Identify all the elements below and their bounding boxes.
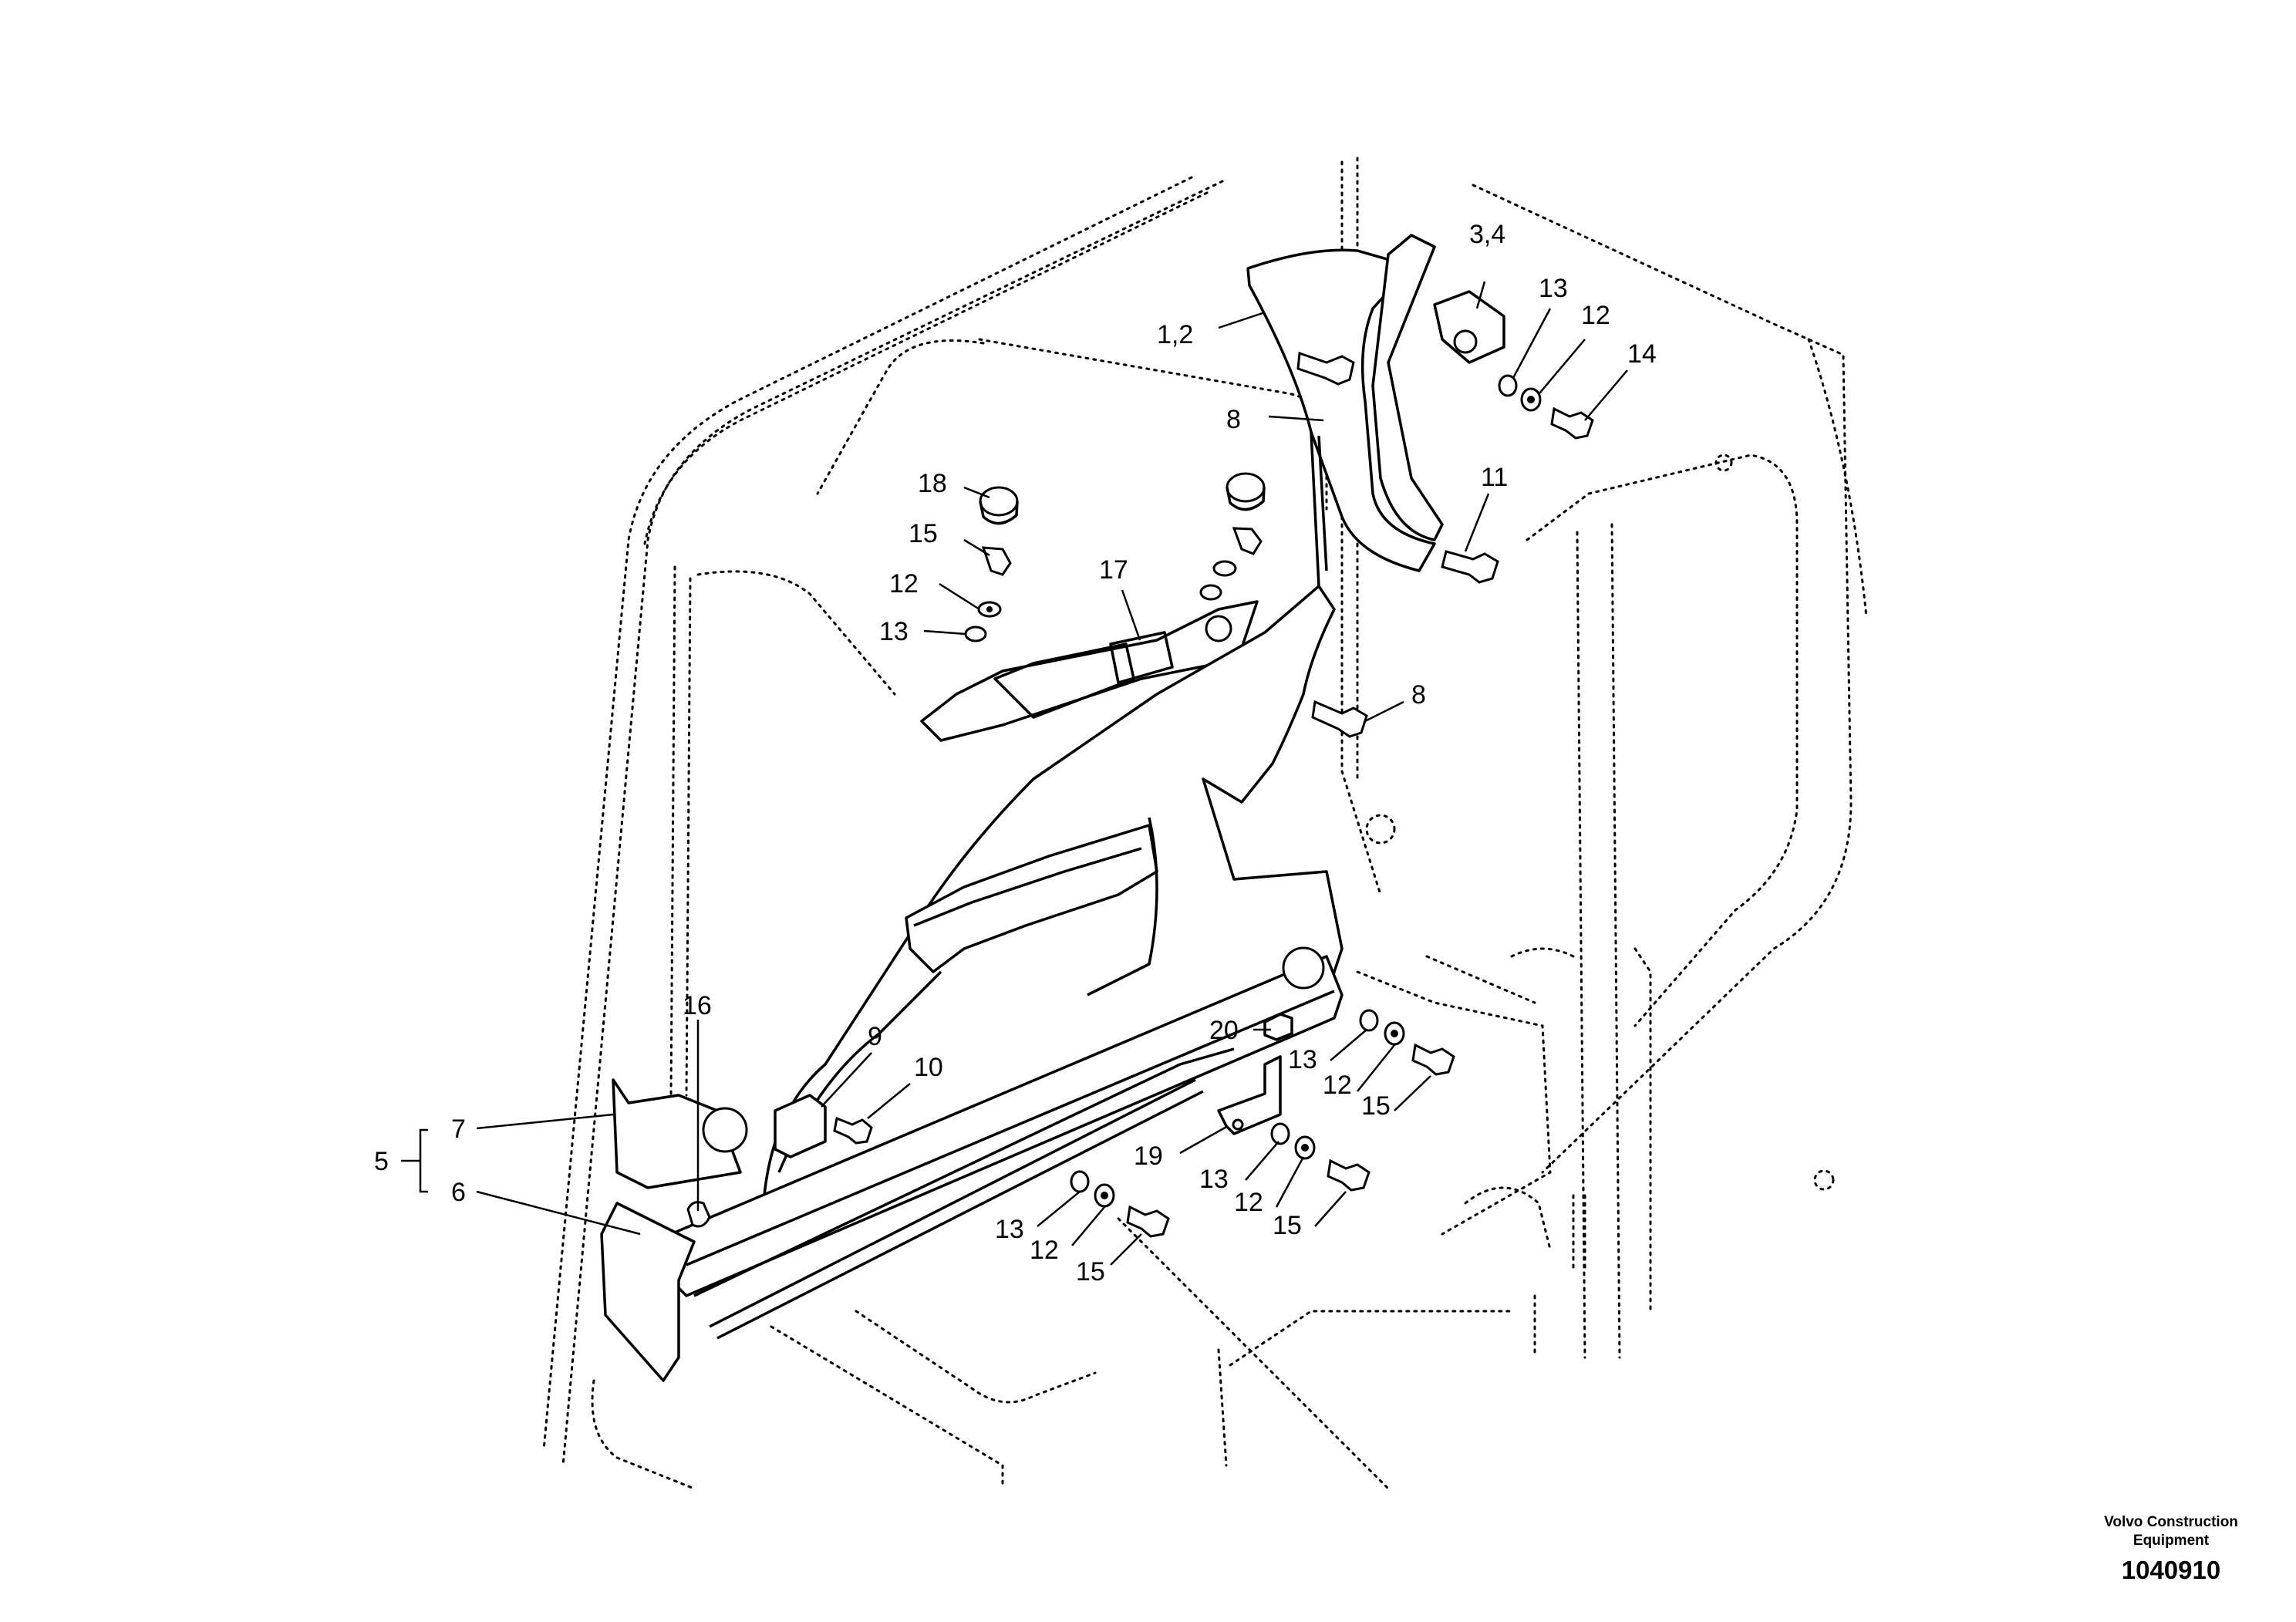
hardware bbox=[686, 351, 1594, 1238]
callout-13-e: 13 bbox=[995, 1215, 1024, 1244]
drawing-number: 1040910 bbox=[2121, 1556, 2221, 1584]
callout-labels: 1,2 3,4 13 12 14 8 11 18 15 12 13 17 8 1… bbox=[374, 220, 1657, 1286]
clip-part bbox=[1263, 1013, 1293, 1041]
callout-17: 17 bbox=[1099, 555, 1128, 585]
upper-trim-part bbox=[920, 600, 1259, 742]
callout-15-c: 15 bbox=[1273, 1211, 1302, 1240]
bracket-part bbox=[612, 1078, 742, 1189]
callout-13-a: 13 bbox=[1539, 274, 1568, 303]
callout-3-4: 3,4 bbox=[1469, 220, 1505, 249]
callout-12-c: 12 bbox=[1323, 1071, 1352, 1100]
callout-16: 16 bbox=[683, 991, 712, 1020]
callout-10: 10 bbox=[914, 1053, 943, 1082]
callout-19: 19 bbox=[1134, 1141, 1163, 1171]
callout-15-d: 15 bbox=[1076, 1257, 1105, 1286]
pillar-trim-part bbox=[1246, 248, 1436, 572]
hinge-bracket-part bbox=[1433, 290, 1505, 364]
callout-9: 9 bbox=[868, 1022, 882, 1051]
bracket-19-part bbox=[1217, 1055, 1282, 1135]
plate-part bbox=[774, 1094, 827, 1158]
cab-outline bbox=[542, 157, 1868, 1490]
callout-8-b: 8 bbox=[1411, 680, 1426, 710]
callout-5: 5 bbox=[374, 1147, 389, 1176]
callout-15-b: 15 bbox=[1361, 1091, 1391, 1121]
pillar-trim-inner-part bbox=[1371, 234, 1444, 541]
brand-caption: Volvo Construction Equipment bbox=[2104, 1514, 2238, 1549]
callout-13-c: 13 bbox=[1288, 1045, 1317, 1074]
callout-14: 14 bbox=[1627, 339, 1657, 369]
callout-13-b: 13 bbox=[879, 617, 909, 646]
callout-6: 6 bbox=[451, 1178, 466, 1207]
end-cap-part bbox=[600, 1202, 696, 1382]
callout-12-b: 12 bbox=[889, 569, 919, 599]
callout-12-a: 12 bbox=[1581, 301, 1610, 330]
callout-7: 7 bbox=[451, 1114, 466, 1144]
callout-20: 20 bbox=[1209, 1016, 1239, 1045]
callout-11: 11 bbox=[1481, 463, 1508, 492]
callout-12-e: 12 bbox=[1030, 1236, 1059, 1265]
callout-12-d: 12 bbox=[1234, 1188, 1263, 1217]
callout-8-a: 8 bbox=[1226, 405, 1241, 434]
leader-lines bbox=[401, 281, 1628, 1266]
callout-1-2: 1,2 bbox=[1157, 320, 1193, 349]
callout-18: 18 bbox=[918, 469, 947, 498]
callout-15-a: 15 bbox=[909, 519, 938, 548]
callout-13-d: 13 bbox=[1199, 1165, 1229, 1194]
parts bbox=[600, 234, 1505, 1382]
